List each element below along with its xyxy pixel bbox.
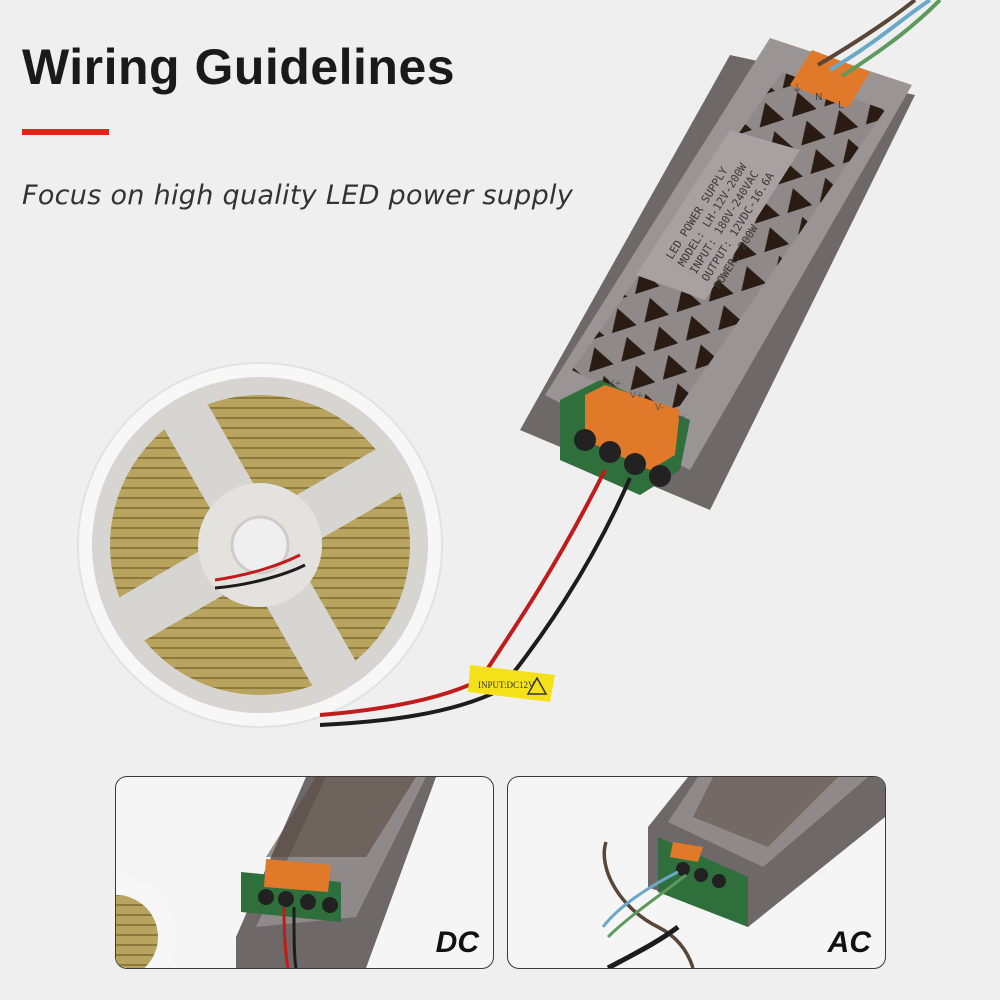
v-minus-label-2: V- xyxy=(678,415,687,425)
input-warning-tag: INPUT:DC12V xyxy=(468,665,555,702)
ac-panel-label: AC xyxy=(827,926,871,959)
dc-panel-label: DC xyxy=(435,926,479,959)
ac-panel-illustration xyxy=(601,777,885,968)
page-subtitle: Focus on high quality LED power supply xyxy=(22,180,574,211)
warning-triangle-icon xyxy=(526,676,548,695)
earth-terminal-label: ⏚ xyxy=(792,83,802,95)
v-minus-label-1: V- xyxy=(655,403,664,413)
spec-label-area xyxy=(636,130,800,300)
led-strip-reel xyxy=(77,362,443,728)
input-tag-text: INPUT:DC12V xyxy=(478,680,535,690)
ac-terminal-cover xyxy=(790,50,870,108)
dc-wiring-panel: DC xyxy=(115,776,494,969)
dc-panel-illustration xyxy=(116,777,436,968)
live-terminal-label: L xyxy=(838,100,844,111)
power-supply-unit: LED POWER SUPPLY MODEL: LH-12V-200W INPU… xyxy=(520,38,915,510)
v-plus-label-2: V+ xyxy=(630,391,644,401)
title-accent-bar xyxy=(22,129,109,135)
ac-wiring-panel: AC xyxy=(507,776,886,969)
page-title: Wiring Guidelines xyxy=(22,39,456,95)
v-plus-label-1: V+ xyxy=(608,379,622,389)
neutral-terminal-label: N xyxy=(815,92,822,103)
ac-wires xyxy=(816,0,942,78)
